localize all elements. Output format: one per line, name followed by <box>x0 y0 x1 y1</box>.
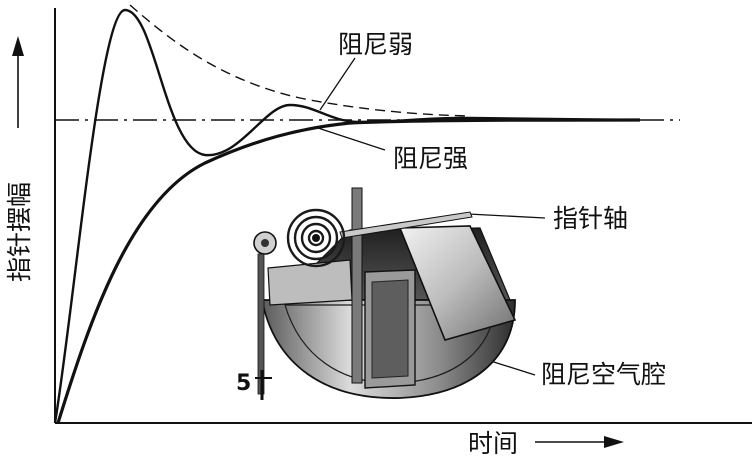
y-axis-arrowhead <box>12 36 24 56</box>
strong-damping-leader <box>317 127 386 151</box>
pointer-arm <box>339 211 473 239</box>
pointer-shaft-label: 指针轴 <box>553 204 628 233</box>
damping-chamber-label: 阻尼空气腔 <box>541 360 666 389</box>
strong-damping-curve <box>56 118 641 424</box>
frame-plate <box>267 259 353 306</box>
spiral-spring <box>286 208 346 268</box>
weak-damping-leader <box>319 57 356 111</box>
y-axis-label: 指针摆幅 <box>5 182 34 282</box>
x-axis-label: 时间 <box>468 429 518 458</box>
pointer-shaft-leader <box>467 213 546 219</box>
envelope-curve <box>129 4 471 117</box>
mechanism-mark: 5 <box>236 371 251 396</box>
x-axis-arrowhead <box>604 436 624 448</box>
spring-hub <box>312 234 320 242</box>
damper-mechanism-illustration: 5 <box>236 187 517 400</box>
vane-inner <box>371 279 409 379</box>
side-knob-inner <box>261 239 269 247</box>
strong-damping-label: 阻尼强 <box>393 144 468 173</box>
weak-damping-label: 阻尼弱 <box>338 30 413 59</box>
vertical-shaft <box>351 187 363 384</box>
damping-vane <box>398 225 517 341</box>
